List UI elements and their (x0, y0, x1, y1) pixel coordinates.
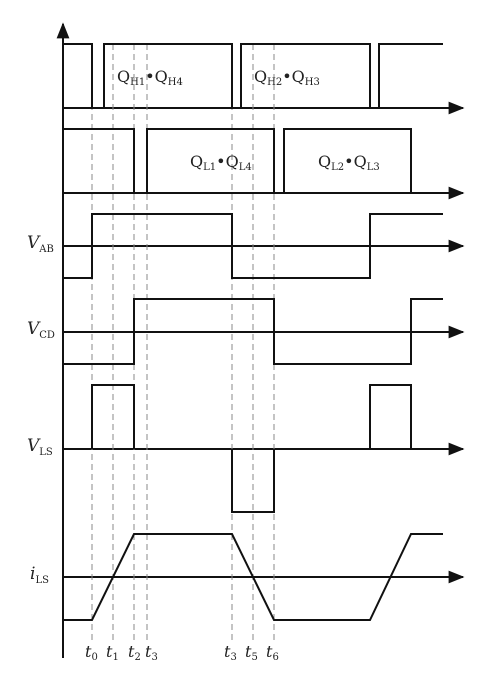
vcd-label: VCD (27, 319, 55, 341)
time-label-t6: t6 (266, 642, 279, 663)
time-label-t3a: t3 (145, 642, 158, 663)
waveform-ql (63, 128, 412, 194)
time-label-t5: t5 (245, 642, 258, 663)
waveform-vls (91, 384, 412, 513)
vab-label: VAB (27, 233, 54, 255)
waveform-ils (63, 533, 443, 621)
waveform-qh (63, 43, 443, 109)
ql-label: QL1•QL4 (190, 152, 252, 173)
vls-label: VLS (27, 436, 53, 458)
ils-label: iLS (30, 564, 49, 586)
time-label-t3b: t3 (224, 642, 237, 663)
qh-label-2: QH2•QH3 (254, 67, 320, 88)
waveform-vcd (63, 298, 443, 365)
time-label-t1: t1 (106, 642, 119, 663)
time-markers (91, 44, 275, 640)
qh-label: QH1•QH4 (117, 67, 183, 88)
waveform-vab (63, 213, 443, 279)
ql-label-2: QL2•QL3 (318, 152, 380, 173)
time-label-t0: t0 (85, 642, 98, 663)
time-label-t2: t2 (128, 642, 141, 663)
